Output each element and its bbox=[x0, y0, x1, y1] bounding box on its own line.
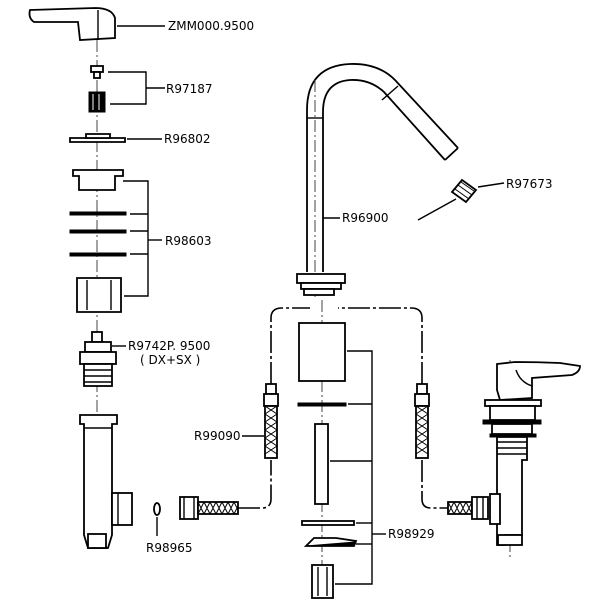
fixing-plate bbox=[301, 520, 358, 547]
right-vertical-hose bbox=[414, 383, 430, 459]
screw bbox=[90, 65, 104, 79]
label-fixing-kit: R98929 bbox=[388, 527, 435, 541]
left-valve-body bbox=[79, 414, 133, 549]
right-horizontal-hose bbox=[447, 496, 489, 520]
label-cartridge-sides: ( DX+SX ) bbox=[140, 353, 200, 367]
fixing-rod bbox=[314, 423, 329, 505]
bushing bbox=[72, 169, 124, 191]
o-ring bbox=[153, 502, 161, 536]
aerator bbox=[450, 178, 478, 204]
label-kit: R98603 bbox=[165, 234, 212, 248]
label-hoses: R99090 bbox=[194, 429, 241, 443]
label-kit-bracket bbox=[123, 180, 162, 297]
label-screw-cap: R97187 bbox=[166, 82, 213, 96]
spout bbox=[306, 63, 459, 300]
fixing-block bbox=[298, 322, 346, 382]
label-spout: R96900 bbox=[342, 211, 389, 225]
spout-base bbox=[296, 273, 346, 296]
label-handle: ZMM000.9500 bbox=[168, 19, 254, 33]
label-disc: R96802 bbox=[164, 132, 211, 146]
cartridge bbox=[79, 331, 117, 387]
label-aerator: R97673 bbox=[506, 177, 553, 191]
handle-lever bbox=[28, 7, 116, 41]
sleeve bbox=[76, 277, 122, 313]
label-screw-cap-bracket bbox=[108, 71, 165, 105]
label-fixing-kit-bracket bbox=[330, 350, 386, 585]
label-cartridge-code: R9742P. 9500 bbox=[128, 339, 210, 353]
label-aerator-leader bbox=[417, 182, 505, 221]
left-horizontal-hose bbox=[179, 496, 239, 520]
cap-insert bbox=[88, 91, 106, 113]
label-o-ring: R98965 bbox=[146, 541, 193, 555]
gasket-rings bbox=[69, 211, 127, 257]
hose-routing-lines bbox=[238, 307, 448, 509]
right-valve-body bbox=[489, 436, 528, 546]
fixing-nut bbox=[311, 564, 334, 599]
disc bbox=[69, 133, 126, 143]
left-vertical-hose bbox=[263, 383, 279, 459]
right-handle-lever bbox=[496, 361, 581, 401]
fixing-washer bbox=[297, 402, 347, 407]
right-valve-escutcheon bbox=[482, 399, 542, 438]
